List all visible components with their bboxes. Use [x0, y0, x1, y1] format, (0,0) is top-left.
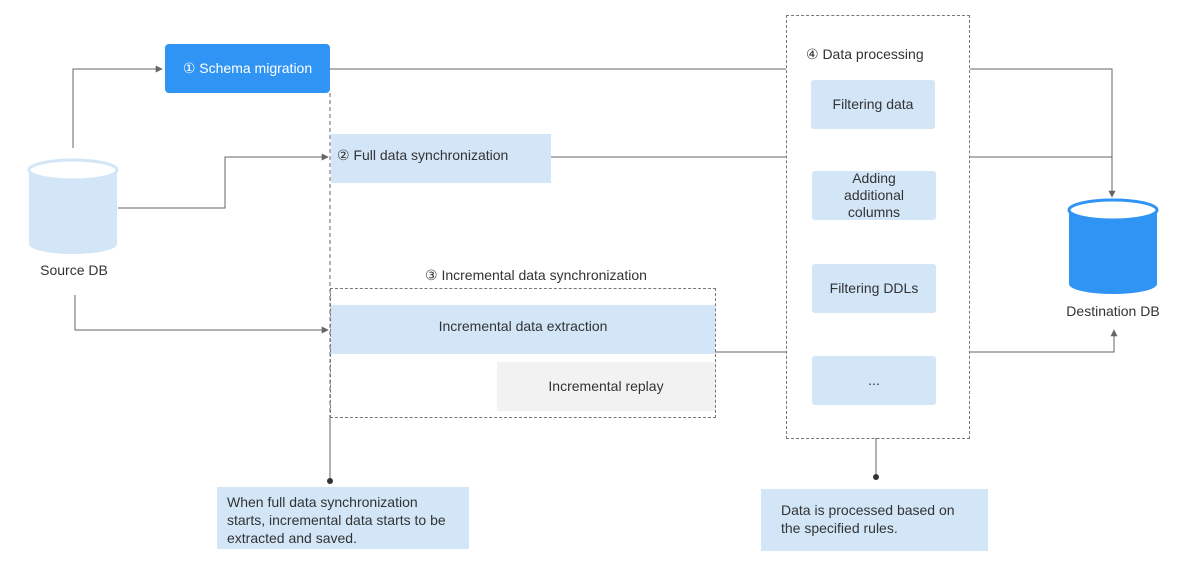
- data-processing-title: ④ Data processing: [806, 46, 924, 62]
- processing-note: Data is processed based on the specified…: [761, 489, 988, 551]
- schema-migration-box: ① Schema migration: [165, 44, 330, 93]
- processing-item-more: ...: [812, 356, 936, 405]
- incremental-note: When full data synchronization starts, i…: [217, 487, 469, 549]
- incremental-sync-title: ③ Incremental data synchronization: [425, 267, 647, 283]
- full-sync-box: ② Full data synchronization: [331, 134, 551, 183]
- incremental-extraction-box: Incremental data extraction: [331, 305, 715, 354]
- processing-item-label: Filtering data: [832, 96, 914, 112]
- processing-item-label: ...: [868, 372, 880, 388]
- pointer-dot-incremental: [327, 478, 333, 484]
- incremental-replay-box: Incremental replay: [497, 362, 715, 411]
- processing-item-label: Filtering DDLs: [829, 280, 919, 296]
- incremental-replay-label: Incremental replay: [548, 378, 664, 394]
- processing-item-label: Adding additional columns: [844, 170, 904, 220]
- destination-db-cylinder: [1067, 198, 1159, 294]
- arrow-processing-to-destination-top: [970, 68, 1116, 198]
- processing-item-filtering-ddls: Filtering DDLs: [812, 264, 936, 313]
- arrow-processing-to-destination-bottom: [970, 329, 1118, 353]
- arrow-to-full-sync: [118, 153, 329, 209]
- processing-item-adding-columns: Adding additional columns: [812, 170, 936, 220]
- processing-item-filtering-data: Filtering data: [811, 80, 935, 129]
- data-processing-container: [786, 15, 970, 439]
- arrow-to-incremental-extraction: [74, 295, 329, 334]
- source-db-label: Source DB: [40, 262, 108, 278]
- pointer-dot-processing: [873, 474, 879, 480]
- arrow-to-schema-migration: [72, 65, 163, 148]
- incremental-extraction-label: Incremental data extraction: [438, 318, 608, 334]
- schema-migration-label: ① Schema migration: [182, 60, 313, 76]
- destination-db-label: Destination DB: [1066, 303, 1160, 319]
- source-db-cylinder: [27, 158, 119, 254]
- incremental-sync-container: [330, 288, 716, 418]
- full-sync-label: ② Full data synchronization: [337, 147, 509, 163]
